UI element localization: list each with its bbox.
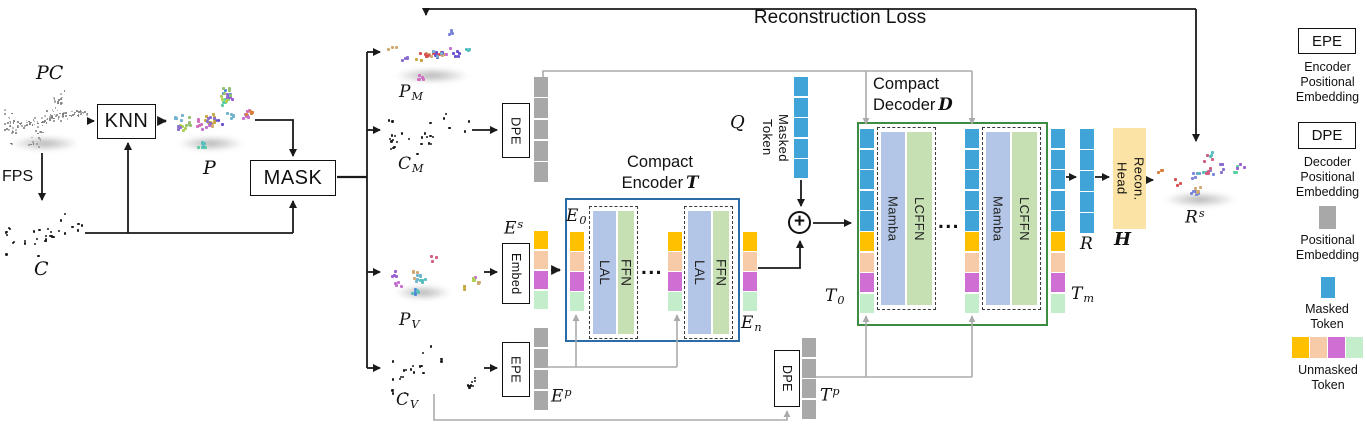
tp-pos-embedding-column <box>802 338 816 419</box>
pv-visible-patches-image <box>388 243 460 300</box>
wire-p-mask <box>255 119 297 157</box>
pm-masked-patches-image <box>385 24 481 83</box>
legend-unmasked-swatches <box>1292 337 1363 358</box>
en-token-column <box>743 232 757 311</box>
pm-label: PM <box>399 82 423 104</box>
e0-token-column <box>570 232 584 311</box>
knn-box: KNN <box>97 104 156 139</box>
pc-shadow <box>10 136 80 151</box>
lcffn-bar-1: LCFFN <box>907 132 932 305</box>
t0-token-column <box>860 129 874 313</box>
p-shadow <box>178 136 244 151</box>
mamba-bar-2: Mamba <box>986 132 1010 305</box>
tm-label: Tm <box>1071 284 1094 306</box>
dpe-top-box: DPE <box>502 103 530 158</box>
encoder-block-1: LAL FFN <box>589 206 638 339</box>
legend-epe-caption: Encoder Positional Embedding <box>1295 60 1360 104</box>
r-token-column <box>1080 129 1094 233</box>
mask-box: MASK <box>250 160 336 196</box>
pc-label: PC <box>36 62 64 84</box>
encoder-symbol: T <box>686 172 699 192</box>
legend-epe-box: EPE <box>1298 28 1356 54</box>
encoder-ellipsis: ... <box>641 256 664 279</box>
legend-masked-caption: Masked Token <box>1305 302 1349 331</box>
encoder-mid-token-column <box>668 232 682 311</box>
epe-box: EPE <box>502 342 530 397</box>
fps-label: FPS <box>2 168 34 185</box>
encoder-block-n: LAL FFN <box>684 206 733 339</box>
t0-label: T0 <box>825 286 845 308</box>
decoder-ellipsis: ... <box>938 210 961 233</box>
wire-en-add <box>758 240 804 269</box>
wire-cv-dpe-bottom <box>433 394 791 421</box>
dpe-bottom-box: DPE <box>774 350 800 407</box>
masked-token-caption: Masked Token <box>759 113 791 162</box>
rs-label: Rs <box>1185 207 1205 228</box>
q-label: Q <box>730 112 745 133</box>
ffn-bar-2: FFN <box>713 211 729 334</box>
r-label: R <box>1080 234 1093 254</box>
cv-visible-centers-image <box>388 340 446 395</box>
pv-shadow <box>395 285 452 300</box>
e0-label: E0 <box>566 206 587 228</box>
decoder-symbol: D <box>938 94 953 114</box>
rs-shadow <box>1164 192 1236 207</box>
decoder-mid-token-column <box>965 129 979 313</box>
pv-label: PV <box>399 310 420 332</box>
reconstruction-loss-label: Reconstruction Loss <box>753 7 927 28</box>
recon-head-box: Recon. Head <box>1113 128 1146 229</box>
p-label: P <box>203 157 216 179</box>
pc-pointcloud-image <box>2 86 90 151</box>
ep-label: Ep <box>551 386 572 407</box>
lcffn-bar-2: LCFFN <box>1012 132 1037 305</box>
decoder-pos-embedding-column-top <box>534 77 548 182</box>
cv-label: CV <box>396 390 419 412</box>
cm-label: CM <box>398 154 424 176</box>
lal-bar-2: LAL <box>688 211 711 334</box>
legend-unmasked-caption: Unmasked Token <box>1298 363 1358 392</box>
h-label: H <box>1114 229 1132 250</box>
pv-small-image <box>460 266 482 296</box>
es-token-column <box>534 231 548 309</box>
decoder-block-1: Mamba LCFFN <box>877 127 936 310</box>
mamba-bar-1: Mamba <box>881 132 905 305</box>
legend-masked-swatch <box>1321 277 1335 298</box>
es-label: Es <box>504 218 524 239</box>
legend-dpe-box: DPE <box>1298 122 1356 149</box>
legend-dpe-caption: Decoder Positional Embedding <box>1295 155 1360 199</box>
tp-label: Tp <box>820 385 840 406</box>
rs-reconstruction-image <box>1155 138 1247 207</box>
embed-box: Embed <box>502 243 530 304</box>
lal-bar-1: LAL <box>593 211 616 334</box>
ep-pos-embedding-column <box>534 328 548 410</box>
ffn-bar-1: FFN <box>618 211 634 334</box>
cv-small-image <box>458 370 482 398</box>
add-icon: + <box>788 211 811 234</box>
decoder-block-m: Mamba LCFFN <box>982 127 1041 310</box>
pm-shadow <box>394 68 470 83</box>
legend-pe-swatch <box>1319 206 1336 229</box>
legend-pe-caption: Positional Embedding <box>1295 233 1360 262</box>
c-pointcloud-image <box>3 208 85 257</box>
en-label: En <box>741 313 762 335</box>
compact-encoder-box <box>565 198 740 342</box>
c-label: C <box>34 258 49 280</box>
cm-masked-centers-image <box>386 106 470 155</box>
tm-token-column <box>1051 129 1065 313</box>
compact-decoder-box <box>857 122 1048 326</box>
q-masked-token-column <box>794 77 808 178</box>
p-pointcloud-image <box>170 86 254 151</box>
